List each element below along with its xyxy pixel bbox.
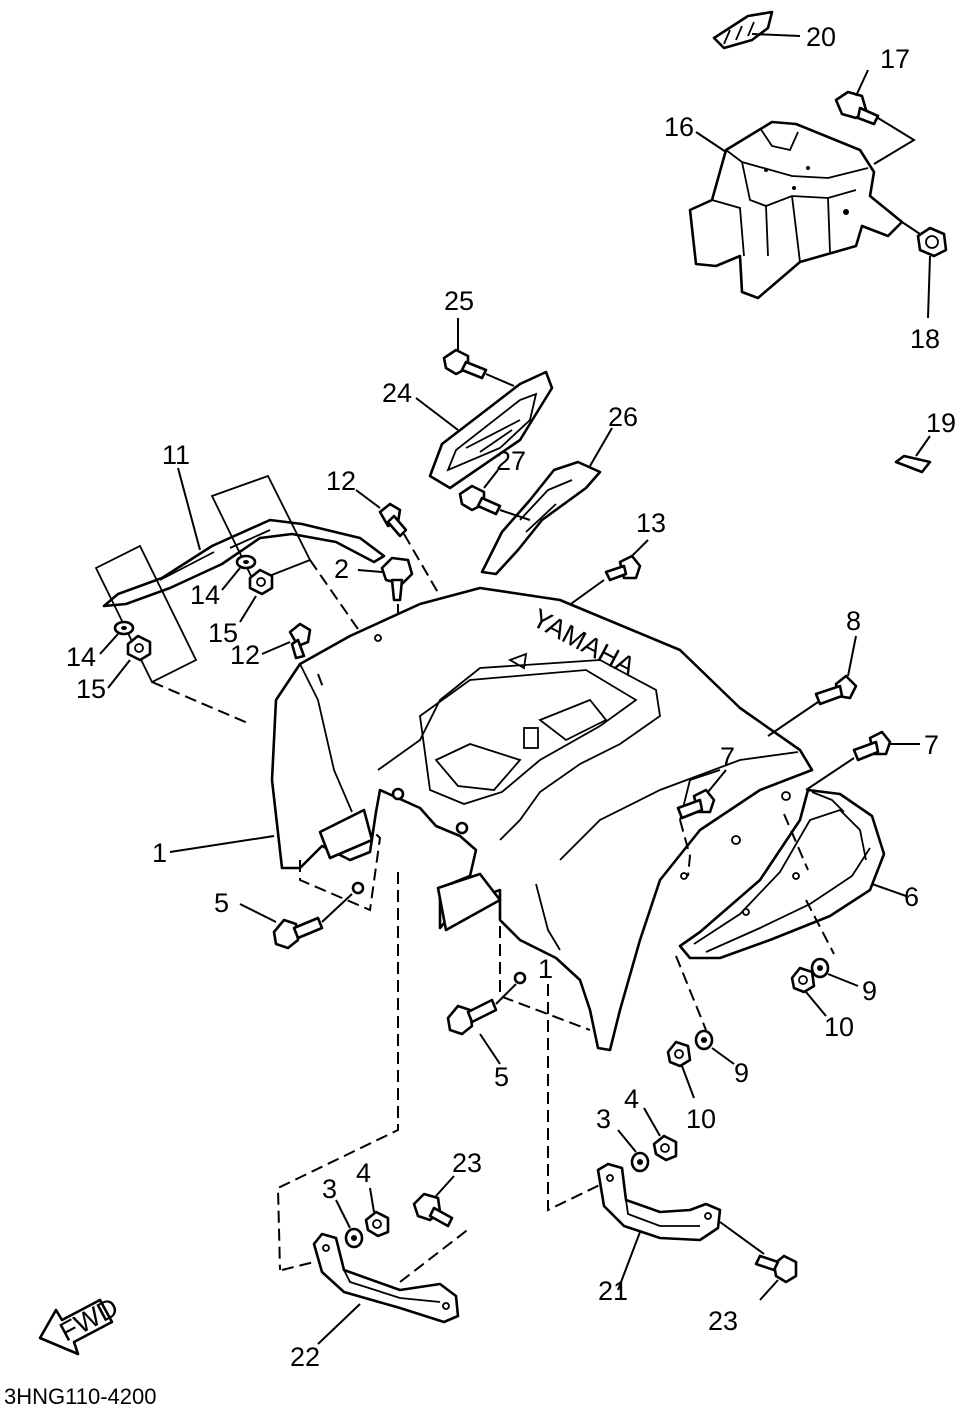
part-16-storage-box <box>688 120 904 300</box>
callout-23b: 23 <box>708 1306 738 1336</box>
callout-11: 11 <box>162 440 190 470</box>
callout-17: 17 <box>880 44 910 74</box>
leader-to-part-21 <box>547 984 611 1212</box>
callout-18: 18 <box>910 324 940 354</box>
callout-27: 27 <box>496 446 526 476</box>
callout-3a: 3 <box>322 1174 337 1204</box>
callout-10b: 10 <box>686 1104 716 1134</box>
part-24-plate <box>415 370 554 490</box>
callout-15a: 15 <box>76 674 106 704</box>
part-4-nut-right <box>643 1107 678 1162</box>
callout-15b: 15 <box>208 618 238 648</box>
part-4-nut-left <box>364 1187 390 1238</box>
part-19-pad <box>894 435 932 474</box>
part-9-washer-left <box>694 1029 735 1065</box>
callout-24: 24 <box>382 378 412 408</box>
callout-2: 2 <box>334 554 349 584</box>
fwd-arrow-icon: FWD <box>38 1292 123 1356</box>
part-20-clip <box>712 10 801 50</box>
callout-9b: 9 <box>734 1058 749 1088</box>
callout-4b: 4 <box>624 1084 639 1114</box>
part-7-bolt-right <box>805 730 920 791</box>
callout-3b: 3 <box>596 1104 611 1134</box>
callout-25: 25 <box>444 286 474 316</box>
callout-22: 22 <box>290 1342 320 1372</box>
callout-4a: 4 <box>356 1158 371 1188</box>
callout-20: 20 <box>806 22 836 52</box>
part-5-bolt-left <box>239 893 353 950</box>
callout-13: 13 <box>636 508 666 538</box>
drawing-code: 3HNG110-4200 <box>4 1384 156 1409</box>
part-18-nut <box>901 221 948 319</box>
part-23-bolt-left <box>412 1175 455 1228</box>
callout-26: 26 <box>608 402 638 432</box>
part-3-washer-left <box>335 1199 364 1249</box>
callout-9a: 9 <box>862 976 877 1006</box>
part-6-mud-flap <box>675 788 907 1031</box>
part-14-washer-right <box>221 554 257 591</box>
part-8-bolt <box>767 635 858 737</box>
leader-to-part-22 <box>276 872 399 1271</box>
part-5-bolt-right <box>446 983 517 1065</box>
callout-12a: 12 <box>326 466 356 496</box>
part-15-nut-right <box>239 568 274 623</box>
fwd-label: FWD <box>55 1292 123 1347</box>
part-14-washer-left <box>99 620 135 655</box>
callout-12b: 12 <box>230 640 260 670</box>
callout-6: 6 <box>904 882 919 912</box>
part-26-bracket <box>480 427 613 576</box>
part-25-bolt <box>442 318 515 387</box>
part-7-bolt-left <box>676 769 727 877</box>
callout-19: 19 <box>926 408 955 438</box>
part-22-grab-bar <box>281 1227 471 1345</box>
part-13-bolt <box>567 539 649 607</box>
callout-23a: 23 <box>452 1148 482 1178</box>
part-10-nut-right <box>790 966 827 1017</box>
callout-5b: 5 <box>494 1062 509 1092</box>
part-1-rear-fender: YAMAHA <box>169 586 814 1052</box>
callout-7a: 7 <box>924 730 939 760</box>
part-10-nut-left <box>666 1040 695 1099</box>
part-27-bolt <box>458 469 531 521</box>
callout-7b: 7 <box>720 742 735 772</box>
part-15-nut-left <box>107 634 152 689</box>
part-12-bolt-upper <box>355 489 441 597</box>
callout-10a: 10 <box>824 1012 854 1042</box>
callout-16: 16 <box>664 112 694 142</box>
part-23-bolt-right <box>754 1254 798 1301</box>
part-12-bolt-lower <box>261 622 312 660</box>
part-9-washer-right <box>810 957 859 987</box>
callout-14a: 14 <box>66 642 96 672</box>
callout-1b: 1 <box>538 954 553 984</box>
callout-8: 8 <box>846 606 861 636</box>
part-21-grab-bar <box>596 1162 765 1291</box>
callout-21: 21 <box>598 1276 628 1306</box>
callout-5a: 5 <box>214 888 229 918</box>
part-17-bolt <box>834 69 916 165</box>
callout-labels: 20 17 16 18 25 24 26 19 11 27 12 13 2 14… <box>66 22 955 1372</box>
part-3-washer-right <box>617 1129 650 1173</box>
callout-14b: 14 <box>190 580 220 610</box>
callout-1a: 1 <box>152 838 167 868</box>
